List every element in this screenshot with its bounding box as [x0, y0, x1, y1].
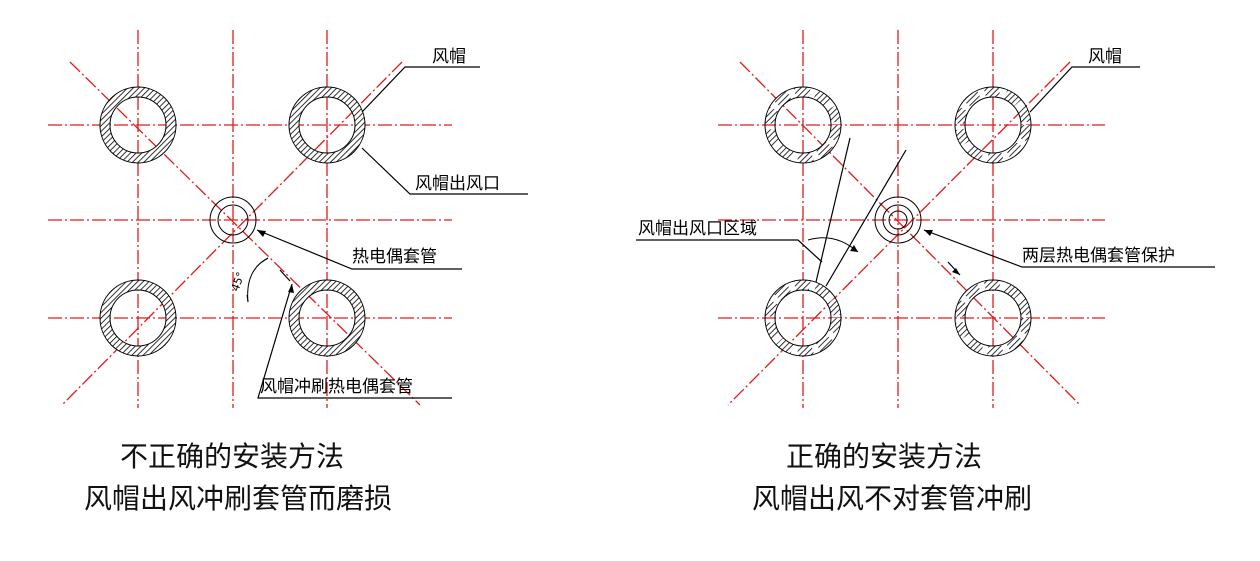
left-caption-line-1: 不正确的安装方法 — [120, 440, 344, 473]
label-cap-outlet: 风帽出风口 — [415, 174, 500, 194]
leader-double-sleeve: 两层热电偶套管保护 — [923, 229, 1215, 268]
left-caption: 不正确的安装方法 风帽出风冲刷套管而磨损 — [84, 440, 392, 515]
leader-cap-left: 风帽 — [361, 47, 480, 113]
label-outlet-zone: 风帽出风口区域 — [638, 219, 757, 239]
left-cap-bottom-right — [288, 279, 366, 357]
leader-erosion-left: 风帽冲刷热电偶套管 — [257, 269, 452, 399]
right-double-sleeve — [874, 196, 922, 244]
right-caption: 正确的安装方法 风帽出风不对套管冲刷 — [752, 440, 1032, 515]
right-cap-top-right — [954, 86, 1032, 164]
left-centerlines — [48, 30, 452, 408]
outlet-zone-wedge — [807, 137, 907, 287]
left-diagram: 45° 风帽 风帽出风口 热电偶套管 风帽冲刷热电偶套管 — [48, 30, 528, 408]
label-cap-right: 风帽 — [1088, 47, 1122, 67]
label-cap-left: 风帽 — [432, 47, 466, 67]
label-double-sleeve: 两层热电偶套管保护 — [1022, 246, 1175, 266]
right-cap-bottom-right — [954, 279, 1032, 357]
left-cap-bottom-left — [99, 279, 177, 357]
right-diagram: 风帽 风帽出风口区域 两层热电偶套管保护 — [636, 30, 1215, 408]
right-caption-line-2: 风帽出风不对套管冲刷 — [752, 482, 1032, 515]
right-centerlines — [718, 30, 1105, 408]
right-cap-bottom-left — [764, 279, 842, 357]
angle-label: 45° — [229, 270, 248, 293]
right-caption-line-1: 正确的安装方法 — [786, 440, 982, 473]
label-erosion: 风帽冲刷热电偶套管 — [260, 377, 413, 397]
left-angle-mark: 45° — [229, 257, 269, 303]
leader-sleeve-left: 热电偶套管 — [256, 229, 462, 270]
left-caption-line-2: 风帽出风冲刷套管而磨损 — [84, 482, 392, 515]
right-cap-top-left — [764, 86, 842, 164]
left-cap-top-right — [288, 86, 366, 164]
label-sleeve: 热电偶套管 — [352, 247, 437, 267]
left-thermocouple-sleeve — [209, 196, 257, 244]
left-cap-top-left — [99, 86, 177, 164]
leader-cap-right: 风帽 — [1029, 47, 1140, 113]
leader-outlet-left: 风帽出风口 — [361, 147, 528, 195]
leader-outlet-zone: 风帽出风口区域 — [636, 219, 823, 263]
